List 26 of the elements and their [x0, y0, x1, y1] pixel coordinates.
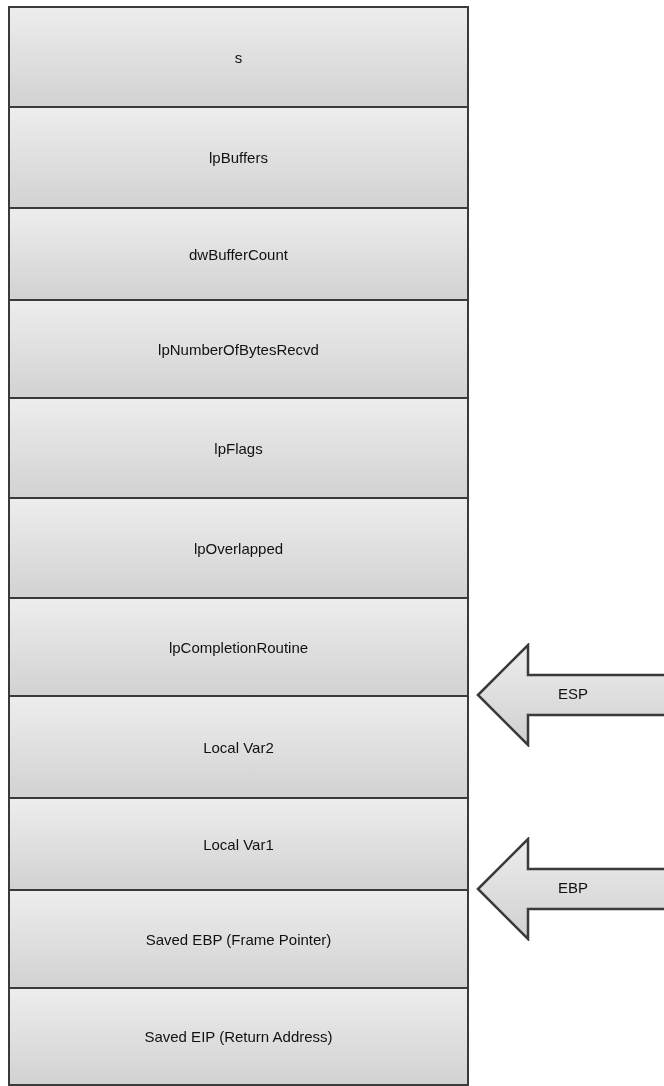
slot-label: Local Var2	[203, 738, 274, 756]
stack-slot	[8, 695, 469, 799]
stack-slot	[8, 497, 469, 599]
register-label: ESP	[558, 685, 588, 702]
stack-slot	[8, 299, 469, 399]
stack-slot	[8, 797, 469, 891]
stack-slot	[8, 889, 469, 989]
slot-label: lpBuffers	[209, 149, 268, 166]
slot-label: lpCompletionRoutine	[168, 638, 309, 656]
slot-label: lpFlags	[214, 439, 263, 457]
slot-label: Saved EBP (Frame Pointer)	[145, 930, 332, 948]
stack-slot	[8, 6, 469, 108]
stack-slot	[8, 597, 469, 697]
slot-label: Local Var1	[203, 835, 274, 853]
slot-label: Saved EIP (Return Address)	[144, 1028, 333, 1045]
stack-slot	[8, 987, 469, 1086]
slot-label: dwBufferCount	[189, 245, 288, 263]
pointer-arrow	[476, 643, 664, 747]
stack-slot	[8, 397, 469, 499]
slot-label: s	[234, 48, 243, 66]
slot-label: lpNumberOfBytesRecvd	[158, 340, 319, 358]
slot-label: lpOverlapped	[193, 539, 284, 557]
stack-slot	[8, 106, 469, 209]
stack-slot	[8, 207, 469, 301]
register-label: EBP	[558, 879, 588, 896]
pointer-arrow	[476, 837, 664, 941]
